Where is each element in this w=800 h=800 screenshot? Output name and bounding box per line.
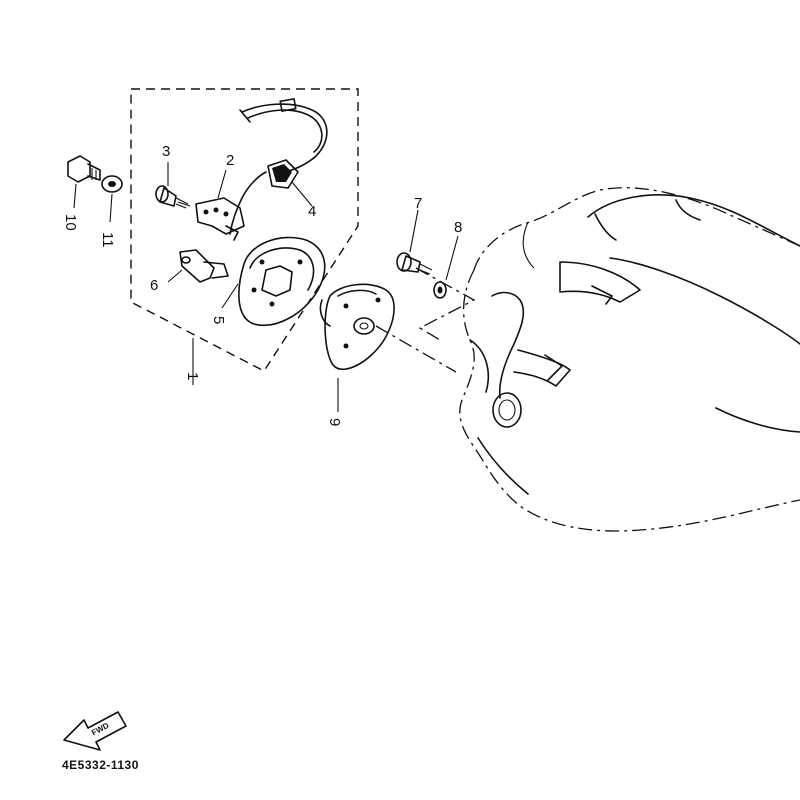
callout-3: 3 [162, 143, 170, 160]
callout-2: 2 [226, 152, 234, 169]
forward-arrow-icon: FWD [63, 711, 127, 751]
callout-4: 4 [308, 203, 316, 220]
washer-part-8 [433, 235, 459, 299]
callout-10: 10 [62, 214, 79, 231]
grommet-part-4 [267, 159, 313, 207]
assembly-boundary [130, 88, 359, 372]
screw-part-3 [155, 162, 191, 209]
leader-line-9-housing [375, 325, 457, 373]
wire-lead [229, 98, 328, 235]
crankcase-housing [459, 187, 800, 532]
bolt-part-10 [67, 155, 101, 209]
reference-code: 4E5332-1130 [62, 758, 139, 772]
washer-part-11 [101, 175, 123, 223]
callout-7: 7 [414, 195, 422, 212]
callout-5: 5 [210, 316, 227, 324]
callout-11: 11 [99, 232, 116, 248]
contact-point-part-2 [195, 169, 245, 241]
callout-9: 9 [326, 418, 343, 426]
advancer-part-9 [319, 283, 395, 412]
callout-6: 6 [150, 277, 158, 294]
screw-part-7 [396, 209, 433, 275]
condenser-part-6 [167, 249, 229, 283]
callout-8: 8 [454, 219, 462, 236]
leader-line-7-8 [415, 267, 476, 341]
forward-arrow-text: FWD [90, 721, 111, 738]
breaker-plate-part-5 [221, 236, 326, 326]
callout-1: 1 [184, 372, 201, 380]
